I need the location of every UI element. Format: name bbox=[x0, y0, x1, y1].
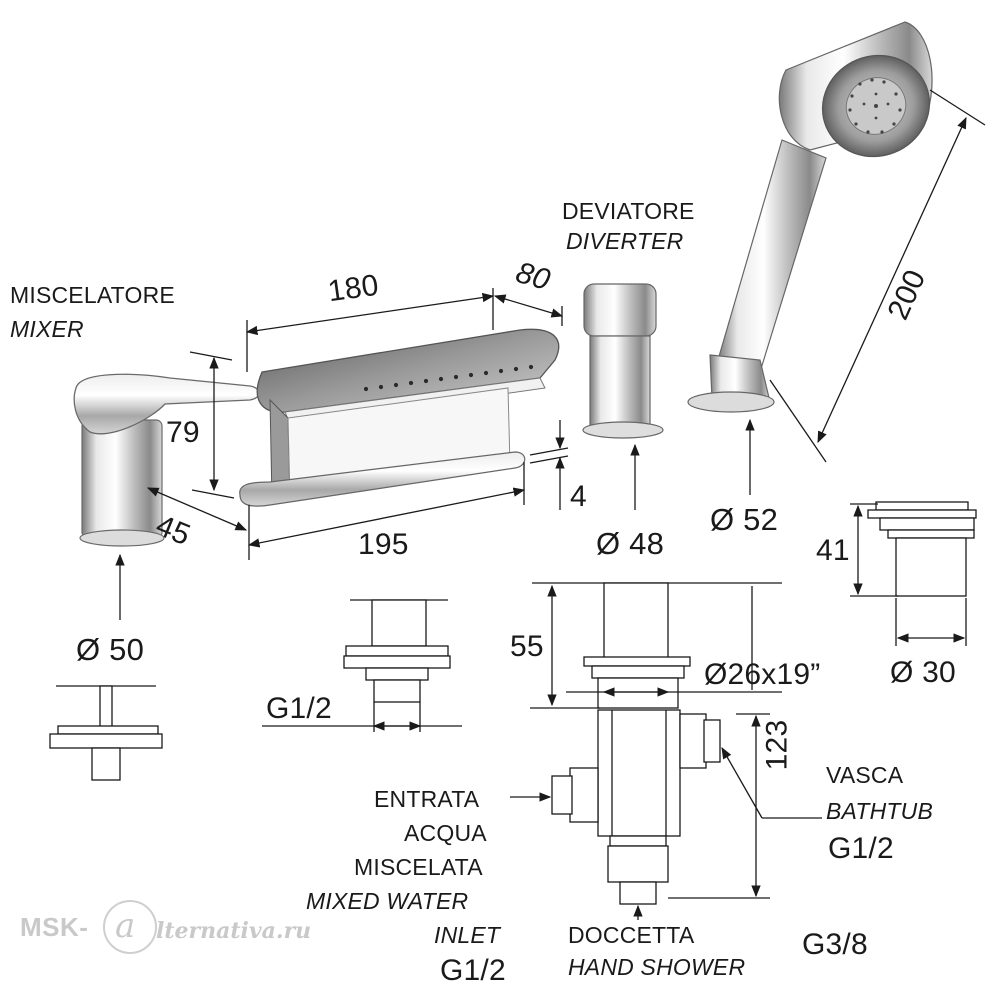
diverter-label-italian: DEVIATORE bbox=[562, 198, 695, 224]
hand-shower-label-english: HAND SHOWER bbox=[568, 954, 746, 980]
watermark-at-icon: a bbox=[103, 900, 157, 954]
diverter-label-english: DIVERTER bbox=[566, 228, 684, 254]
dim-spout-length: 180 bbox=[325, 268, 381, 309]
dim-body-height: 123 bbox=[760, 719, 794, 771]
dim-mixer-height: 79 bbox=[166, 416, 200, 449]
spout-thread-label: G1/2 bbox=[266, 692, 332, 725]
hand-shower-thread-label: G3/8 bbox=[802, 928, 868, 961]
spout-illustration bbox=[239, 328, 560, 507]
dim-spout-base: 195 bbox=[358, 528, 409, 561]
hand-shower-illustration bbox=[687, 21, 933, 413]
inlet-thread-label: G1/2 bbox=[440, 954, 506, 987]
bathtub-label-italian: VASCA bbox=[826, 762, 904, 788]
spout-jet-holes bbox=[363, 364, 534, 392]
watermark-letter: a bbox=[115, 906, 136, 946]
dim-holder-base-diameter: Ø 52 bbox=[710, 502, 779, 537]
dim-mixer-diameter: Ø 50 bbox=[76, 632, 145, 667]
inlet-label-line2: ACQUA bbox=[404, 820, 487, 846]
watermark-prefix: MSK- bbox=[20, 912, 89, 942]
watermark-domain: lternativa.ru bbox=[156, 918, 312, 944]
mixer-label-italian: MISCELATORE bbox=[10, 282, 175, 308]
dim-spout-gap: 4 bbox=[570, 480, 587, 513]
dim-diverter-diameter: Ø 48 bbox=[596, 526, 665, 561]
diverter-illustration bbox=[582, 283, 664, 439]
dim-fitting-height: 55 bbox=[510, 630, 544, 663]
dimension-lines-top bbox=[115, 89, 986, 620]
inlet-label-english-line1: MIXED WATER bbox=[306, 888, 469, 914]
dimension-lines-lower bbox=[262, 503, 967, 920]
hand-shower-label-italian: DOCCETTA bbox=[568, 922, 695, 948]
bathtub-label-english: BATHTUB bbox=[826, 798, 934, 824]
dim-fitting-thread: Ø26x19” bbox=[704, 658, 821, 691]
installation-parts bbox=[49, 501, 977, 905]
mixer-label-english: MIXER bbox=[10, 316, 84, 342]
inlet-label-line3: MISCELATA bbox=[354, 854, 483, 880]
dim-holder-diameter: Ø 30 bbox=[890, 656, 956, 689]
inlet-label-line1: ENTRATA bbox=[374, 786, 480, 812]
dim-holder-height: 41 bbox=[816, 534, 850, 567]
inlet-label-english-line2: INLET bbox=[434, 922, 501, 948]
bathtub-thread-label: G1/2 bbox=[828, 832, 894, 865]
